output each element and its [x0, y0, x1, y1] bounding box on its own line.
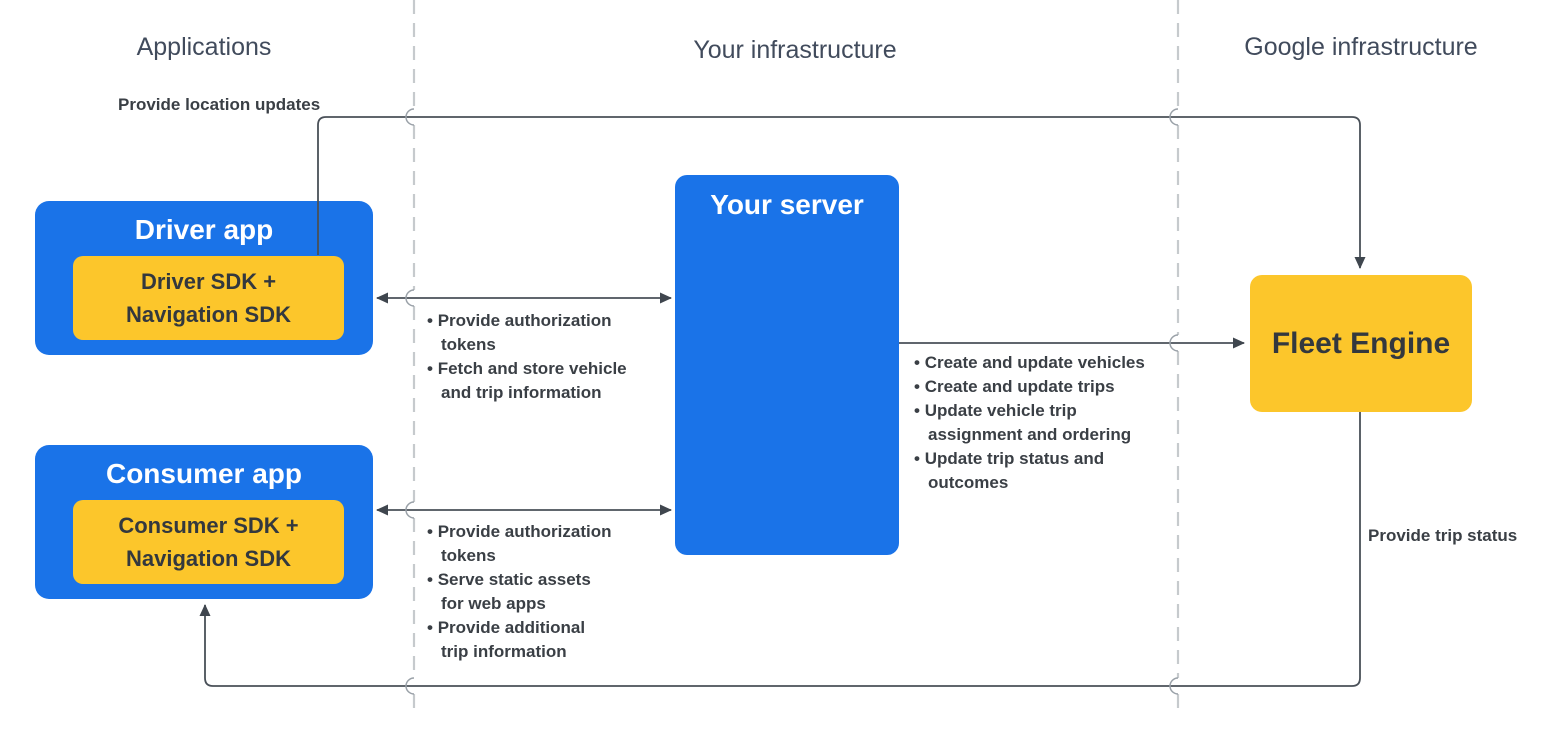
server-fleet-bullet-list: Create and update vehiclesCreate and upd… — [914, 351, 1170, 495]
label-provide-location-updates: Provide location updates — [118, 95, 321, 114]
consumer-server-bullet-list: Provide authorizationtokensServe static … — [427, 520, 637, 664]
consumer-app-box: Consumer app Consumer SDK + Navigation S… — [35, 445, 373, 599]
fleet-engine-box: Fleet Engine — [1250, 275, 1472, 412]
your-server-title: Your server — [710, 189, 864, 220]
column-header-applications: Applications — [136, 33, 272, 61]
consumer-sdk-line2: Navigation SDK — [125, 546, 292, 571]
fleet-engine-title: Fleet Engine — [1271, 326, 1451, 360]
consumer-app-title: Consumer app — [105, 458, 303, 489]
column-header-your-infrastructure: Your infrastructure — [693, 36, 897, 64]
driver-server-bullet-list: Provide authorizationtokensFetch and sto… — [427, 309, 637, 405]
consumer-sdk-line1: Consumer SDK + — [118, 513, 299, 538]
your-server-box: Your server — [675, 175, 899, 555]
driver-app-box: Driver app Driver SDK + Navigation SDK — [35, 201, 373, 355]
consumer-sdk-box: Consumer SDK + Navigation SDK — [73, 500, 344, 584]
driver-app-title: Driver app — [134, 214, 274, 245]
driver-sdk-line1: Driver SDK + — [140, 269, 277, 294]
driver-sdk-line2: Navigation SDK — [125, 302, 292, 327]
column-header-google-infrastructure: Google infrastructure — [1244, 33, 1478, 61]
bullet-item: Create and update trips — [914, 375, 1170, 399]
label-provide-trip-status: Provide trip status — [1368, 526, 1518, 545]
bullet-item: Create and update vehicles — [914, 351, 1170, 375]
driver-sdk-box: Driver SDK + Navigation SDK — [73, 256, 344, 340]
